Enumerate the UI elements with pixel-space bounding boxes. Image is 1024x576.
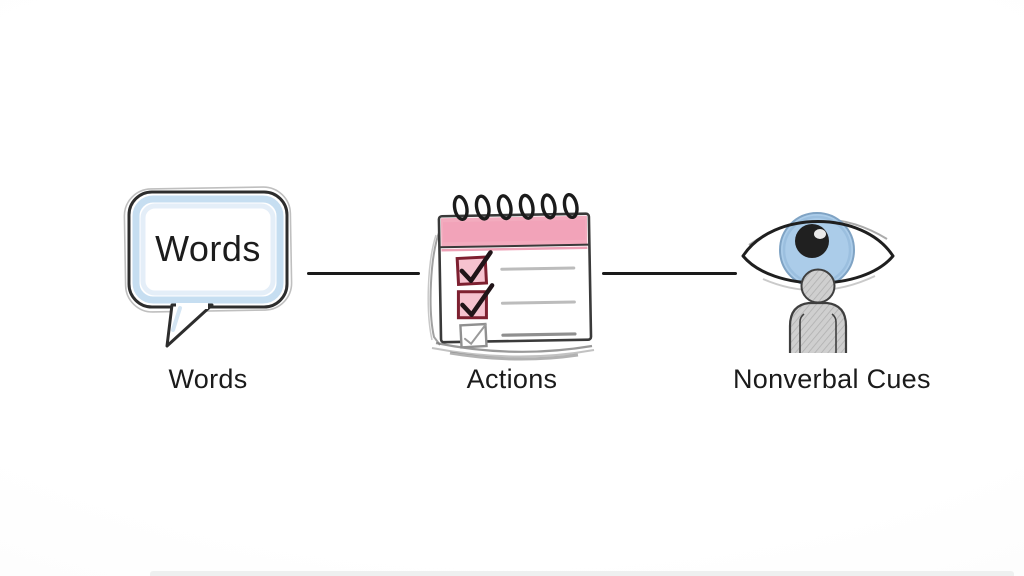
checklist-calendar-icon [427,192,595,361]
node-words: Words Words [118,180,298,410]
bottom-edge-shade [150,571,1014,576]
connector-actions-nonverbal [602,272,737,275]
speech-bubble-text: Words [155,228,261,269]
label-actions: Actions [466,364,558,394]
label-nonverbal-cues: Nonverbal Cues [733,364,931,394]
label-words: Words [168,364,248,394]
connector-words-actions [307,272,420,275]
eye-over-person-icon [741,212,895,353]
node-nonverbal-cues: Nonverbal Cues [733,193,931,410]
speech-bubble-icon: Words [123,186,293,348]
node-actions: Actions [422,185,602,410]
